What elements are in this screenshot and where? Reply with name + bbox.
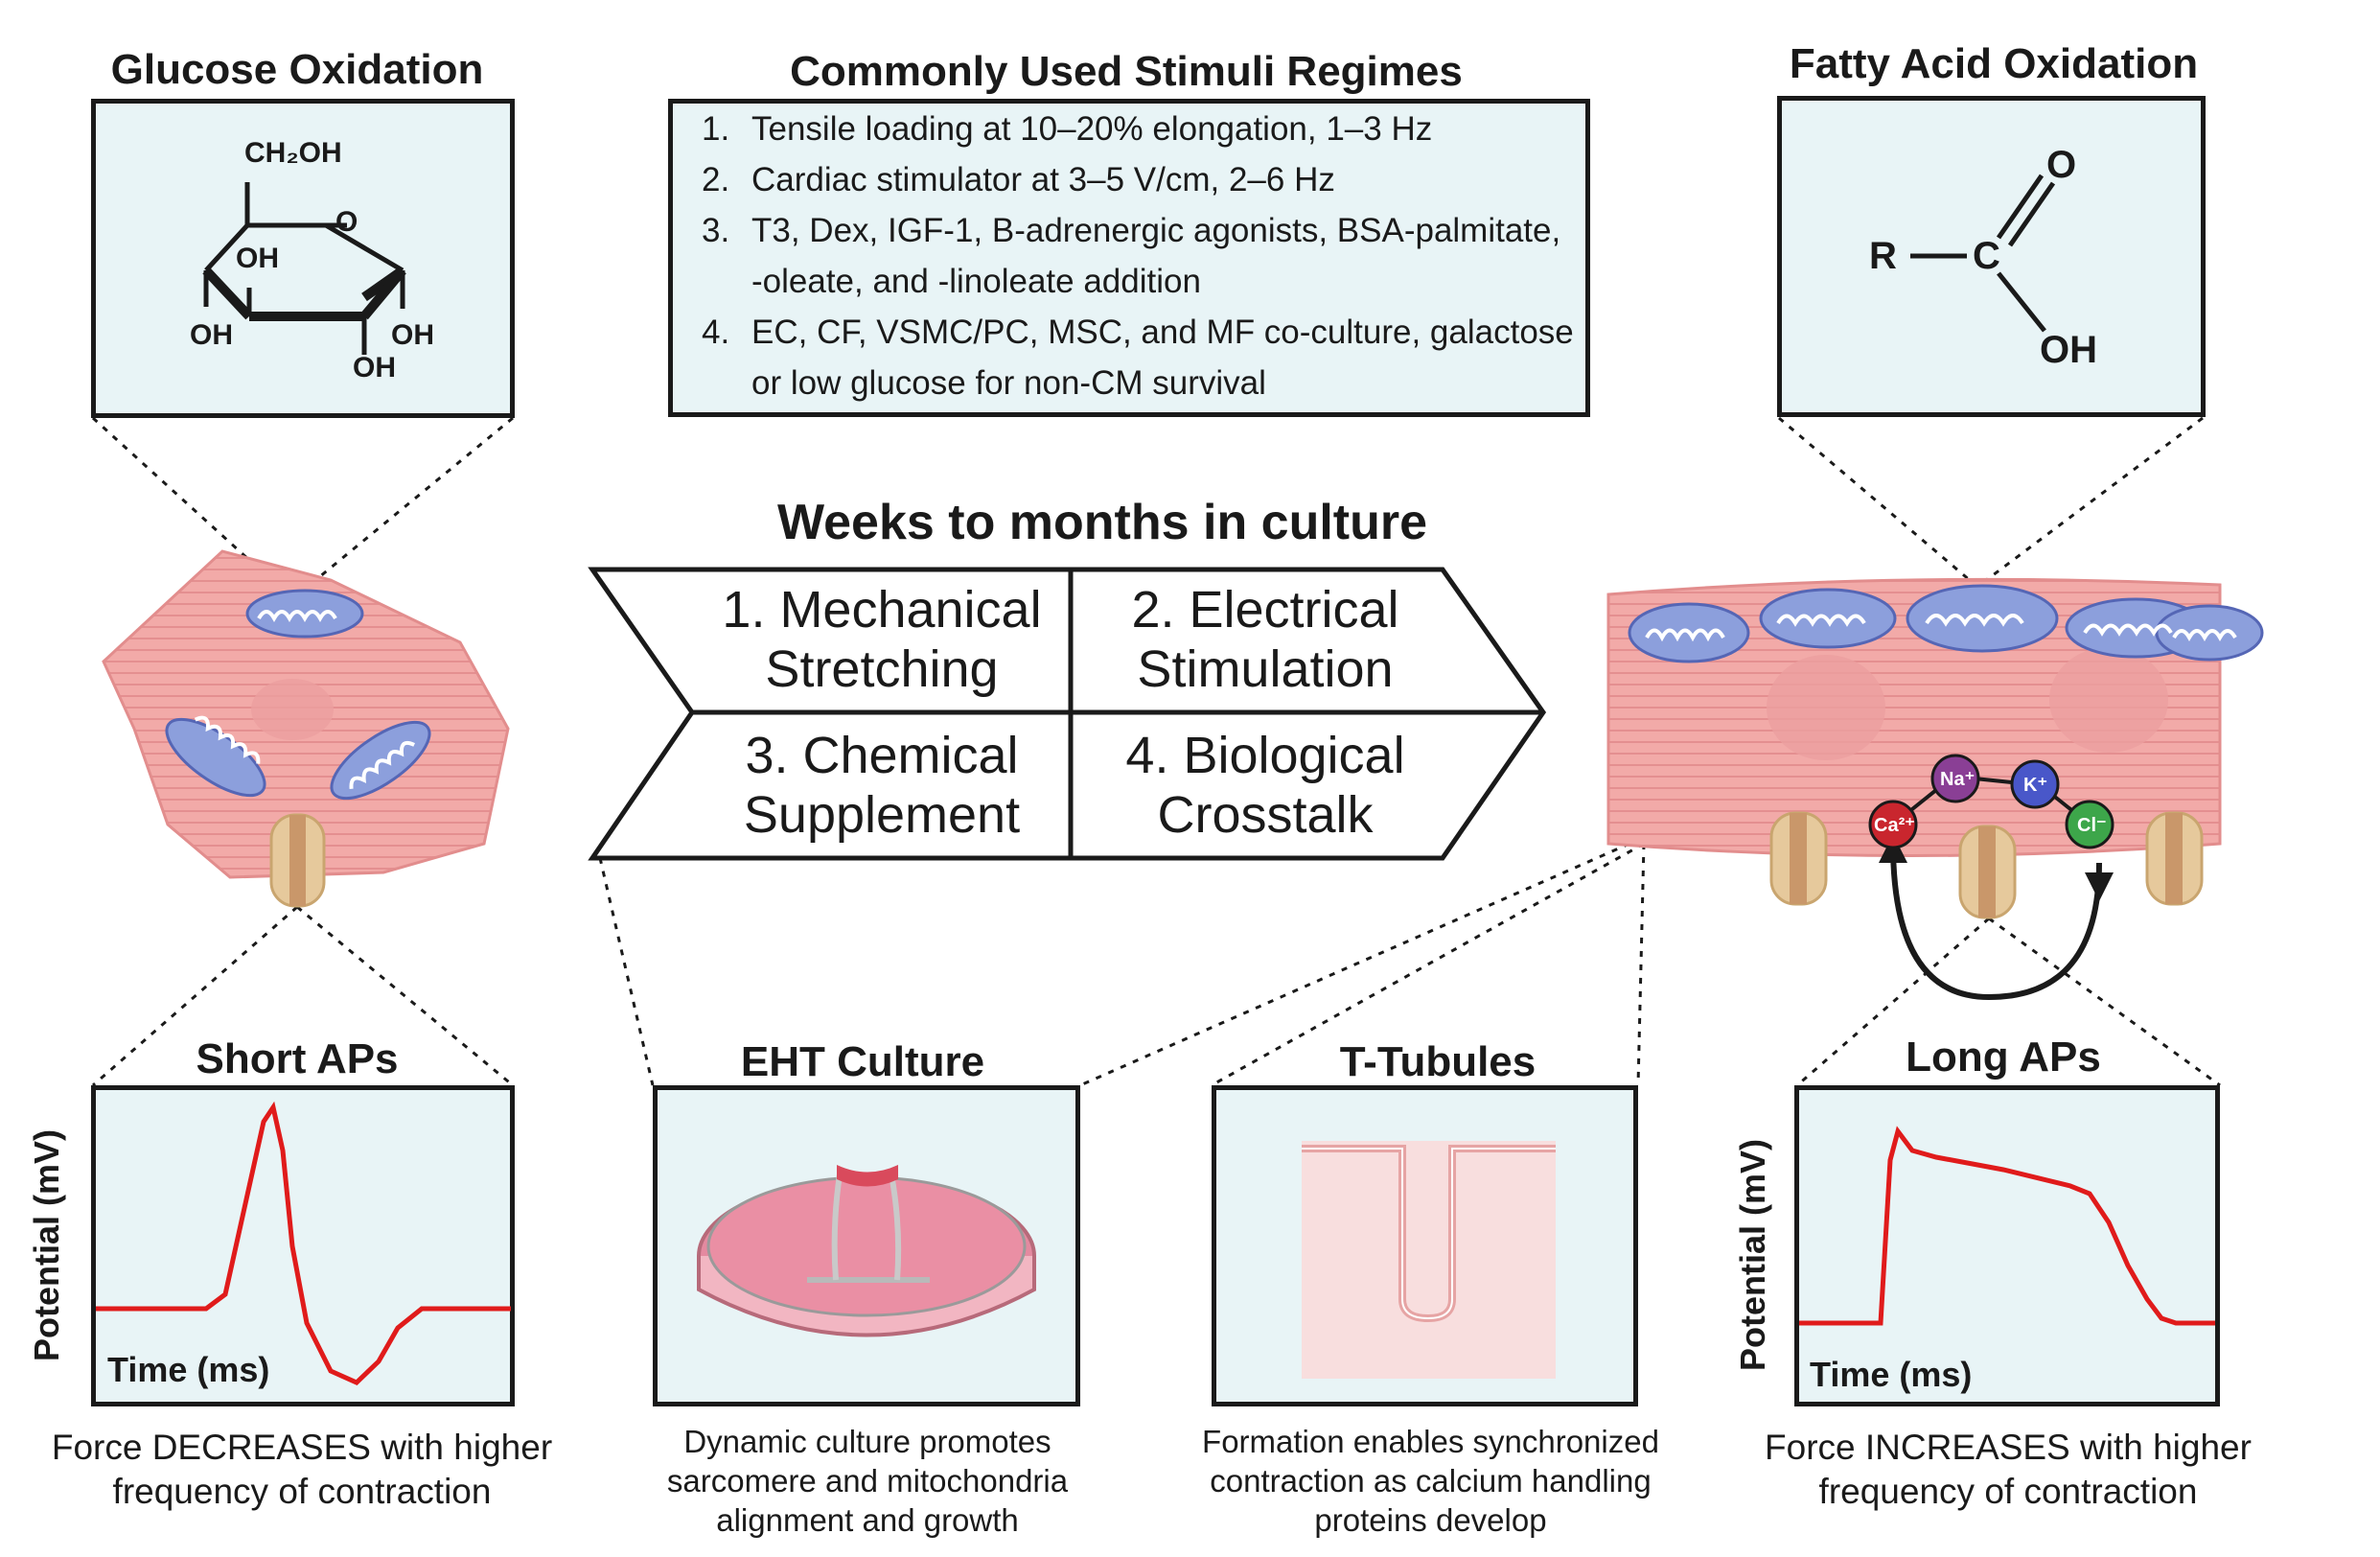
ion-ca-label: Ca²⁺	[1874, 815, 1915, 836]
weeks-in-culture-title: Weeks to months in culture	[776, 495, 1428, 550]
ion-k-label: K⁺	[2023, 775, 2047, 796]
ion-na-label: Na⁺	[1940, 769, 1976, 790]
eht-culture-title: EHT Culture	[740, 1038, 985, 1085]
glucose-oh-right-label: OH	[391, 319, 434, 351]
stimuli-item: 1.Tensile loading at 10–20% elongation, …	[702, 110, 1433, 148]
glucose-oxidation-title: Glucose Oxidation	[110, 46, 484, 93]
glucose-structure-box	[91, 99, 515, 418]
ion-channels	[1769, 811, 2204, 919]
t-tubule-drawing	[1302, 1141, 1556, 1379]
glucose-ring-oxygen-label: O	[335, 206, 358, 238]
long-aps-title: Long APs	[1906, 1034, 2101, 1081]
stimuli-item: 3.T3, Dex, IGF-1, B-adrenergic agonists,…	[702, 212, 1561, 300]
fatty-r-label: R	[1869, 235, 1897, 277]
fatty-acid-oxidation-title: Fatty Acid Oxidation	[1789, 40, 2199, 87]
eht-culture-dish	[697, 1165, 1036, 1337]
fatty-c-label: C	[1973, 235, 2000, 277]
short-aps-title: Short APs	[196, 1035, 399, 1082]
glucose-oh-bottom-label: OH	[353, 352, 396, 383]
long-ap-graph-box	[1794, 1085, 2220, 1406]
stimuli-list: 1.Tensile loading at 10–20% elongation, …	[702, 104, 1574, 408]
long-ap-x-axis-label: Time (ms)	[1810, 1355, 1973, 1394]
glucose-ch2oh-label: CH₂OH	[244, 137, 342, 169]
glucose-ring	[202, 182, 406, 355]
short-ap-x-axis-label: Time (ms)	[107, 1350, 270, 1389]
glucose-oh-left-label: OH	[190, 319, 233, 351]
culture-chevron	[588, 567, 1547, 861]
fatty-o-label: O	[2046, 144, 2077, 186]
fatty-oh-label: OH	[2040, 329, 2097, 371]
stimuli-regimes-box	[668, 99, 1590, 417]
short-ap-graph-box	[91, 1085, 515, 1406]
stimuli-item: 4.EC, CF, VSMC/PC, MSC, and MF co-cultur…	[702, 314, 1574, 402]
mature-cardiomyocyte	[1606, 577, 2264, 1001]
immature-cardiomyocyte	[102, 549, 510, 908]
short-ap-graph	[96, 1101, 511, 1385]
fatty-acid-bonds	[1910, 174, 2056, 333]
t-tubules-title: T-Tubules	[1339, 1038, 1537, 1085]
fatty-acid-structure-box	[1777, 96, 2206, 417]
stimuli-item: 2.Cardiac stimulator at 3–5 V/cm, 2–6 Hz	[702, 161, 1335, 198]
ion-cl-label: Cl⁻	[2077, 815, 2107, 836]
long-ap-y-axis-label: Potential (mV)	[1733, 1138, 1772, 1371]
long-ap-graph	[1799, 1126, 2215, 1326]
glucose-oh-top-label: OH	[236, 243, 279, 274]
stimuli-regimes-title: Commonly Used Stimuli Regimes	[790, 48, 1463, 95]
zoom-lines	[91, 416, 2221, 1087]
short-ap-y-axis-label: Potential (mV)	[27, 1128, 66, 1361]
